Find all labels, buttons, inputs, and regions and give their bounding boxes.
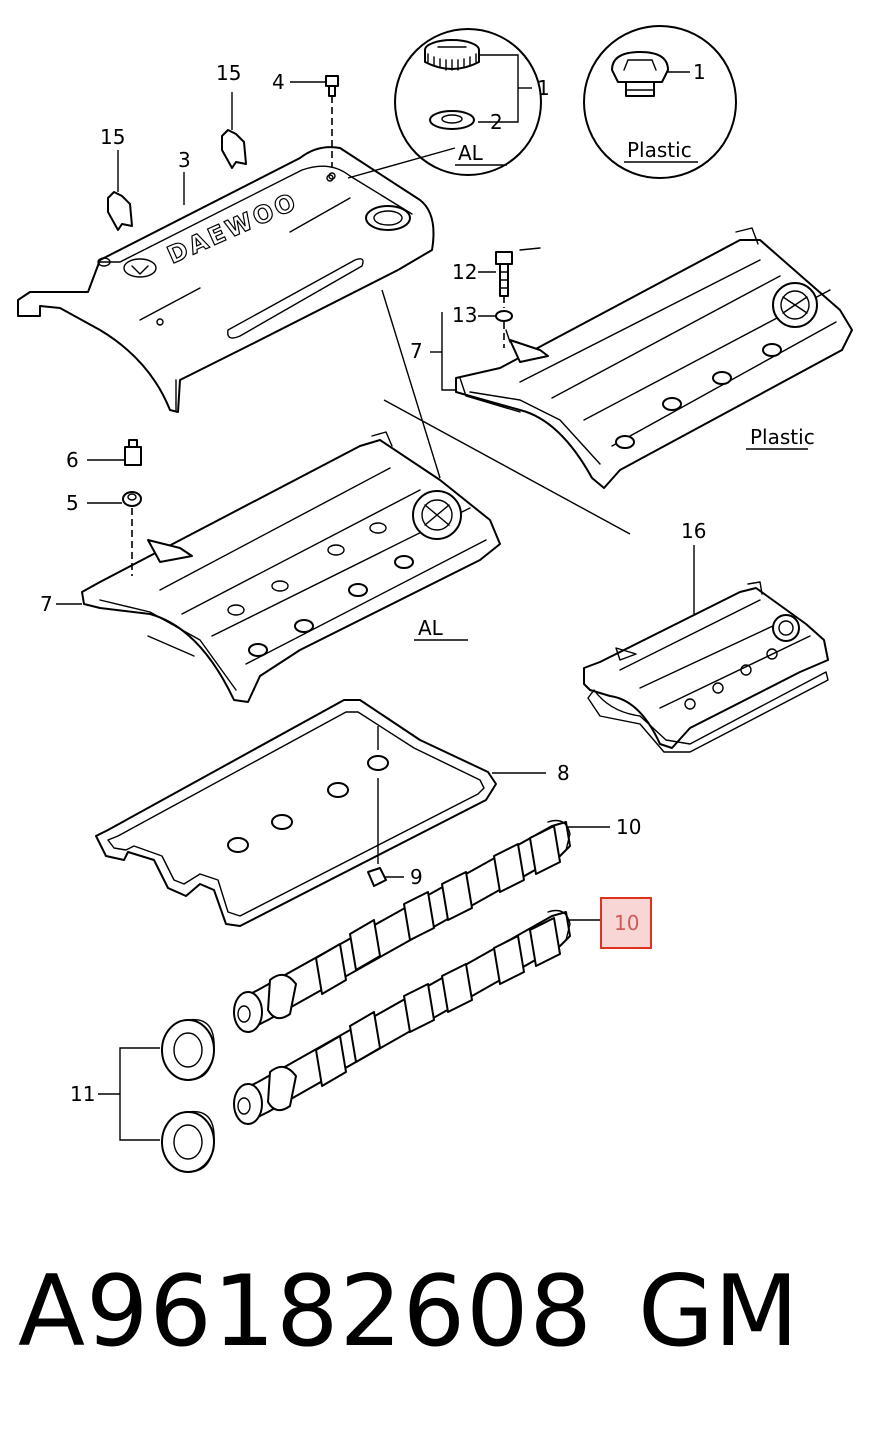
brand-name: GM <box>638 1255 799 1369</box>
variant-label-plastic-cap: Plastic <box>627 138 692 162</box>
callout-5: 5 <box>66 491 79 515</box>
bolt-4 <box>325 75 339 180</box>
callout-11: 11 <box>70 1082 95 1106</box>
valve-cover-al <box>81 431 501 703</box>
valve-cover-plastic <box>455 227 853 489</box>
callout-15-right: 15 <box>216 61 241 85</box>
filler-cap-plastic <box>611 51 669 97</box>
variant-label-plastic-cover: Plastic <box>750 425 815 449</box>
callout-4: 4 <box>272 70 285 94</box>
clip-15-left <box>107 150 133 231</box>
oil-seal-11-lower <box>161 1110 215 1173</box>
bolt-6 <box>124 439 142 466</box>
callout-8: 8 <box>557 761 570 785</box>
callout-10-upper: 10 <box>616 815 641 839</box>
valve-cover-assembly-16 <box>583 581 829 753</box>
callout-16: 16 <box>681 519 706 543</box>
callout-7-plastic: 7 <box>410 339 423 363</box>
bolt-12 <box>495 251 513 308</box>
callout-2: 2 <box>490 110 503 134</box>
gasket-ring-al <box>429 110 475 130</box>
callout-3: 3 <box>178 148 191 172</box>
filler-cap-al <box>424 39 480 71</box>
engine-top-cover: DAEWOO <box>17 146 435 413</box>
grommet-5 <box>122 491 142 576</box>
part-number: A96182608 <box>18 1255 593 1369</box>
camshaft-upper <box>233 819 571 1033</box>
callout-15-left: 15 <box>100 125 125 149</box>
variant-label-al-cover: AL <box>418 616 444 640</box>
highlight-box-callout-10 <box>600 897 652 949</box>
callout-10-lower-highlighted: 10 <box>614 911 639 935</box>
parts-diagram: 1 2 AL 1 Plastic DAEWOO 3 <box>17 25 853 1173</box>
callout-7-al: 7 <box>40 592 53 616</box>
detail-circle-al-cap: 1 2 AL <box>394 28 550 176</box>
detail-circle-plastic-cap: 1 Plastic <box>583 25 737 179</box>
callout-1-al: 1 <box>537 76 550 100</box>
callout-1-plastic: 1 <box>693 60 706 84</box>
callout-6: 6 <box>66 448 79 472</box>
callout-9: 9 <box>410 865 423 889</box>
plug-9 <box>367 867 387 887</box>
clip-15-right <box>221 92 247 169</box>
variant-label-al-cap: AL <box>458 141 484 165</box>
valve-cover-gasket-8 <box>95 699 497 927</box>
oil-seal-11-upper <box>161 1018 215 1081</box>
callout-12: 12 <box>452 260 477 284</box>
camshaft-lower <box>233 909 571 1125</box>
callout-13: 13 <box>452 303 477 327</box>
